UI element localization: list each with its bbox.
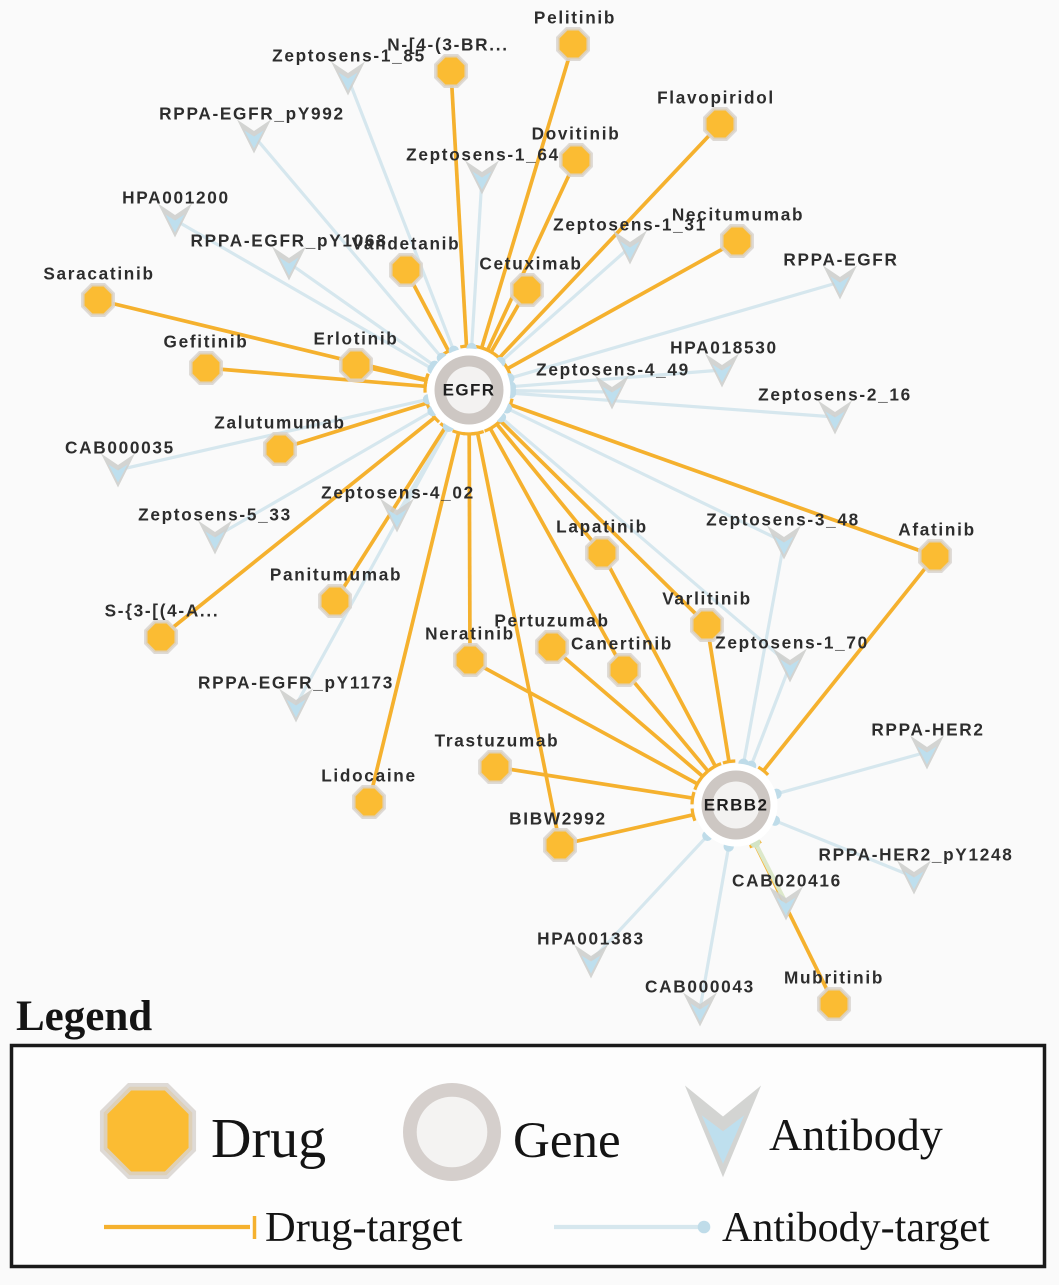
svg-text:Zeptosens-1_70: Zeptosens-1_70 xyxy=(715,633,869,653)
svg-text:Zeptosens-4_49: Zeptosens-4_49 xyxy=(536,360,690,380)
svg-text:Zalutumumab: Zalutumumab xyxy=(214,413,345,433)
svg-text:Zeptosens-1_31: Zeptosens-1_31 xyxy=(553,215,707,235)
svg-text:RPPA-EGFR_pY1173: RPPA-EGFR_pY1173 xyxy=(198,673,394,693)
svg-text:HPA018530: HPA018530 xyxy=(670,338,778,358)
svg-text:Trastuzumab: Trastuzumab xyxy=(435,731,560,751)
svg-text:BIBW2992: BIBW2992 xyxy=(509,809,607,829)
svg-text:Zeptosens-3_48: Zeptosens-3_48 xyxy=(706,510,860,530)
svg-text:Panitumumab: Panitumumab xyxy=(270,565,402,585)
svg-text:Erlotinib: Erlotinib xyxy=(314,329,399,349)
svg-text:Zeptosens-1_64: Zeptosens-1_64 xyxy=(406,145,560,165)
svg-text:Zeptosens-1_85: Zeptosens-1_85 xyxy=(272,46,426,66)
svg-text:RPPA-HER2: RPPA-HER2 xyxy=(871,720,984,740)
svg-text:Pelitinib: Pelitinib xyxy=(534,8,616,28)
svg-text:HPA001200: HPA001200 xyxy=(122,188,230,208)
svg-text:Afatinib: Afatinib xyxy=(898,520,976,540)
svg-text:Cetuximab: Cetuximab xyxy=(479,254,582,274)
svg-text:S-{3-[(4-A...: S-{3-[(4-A... xyxy=(105,601,220,621)
svg-text:Varlitinib: Varlitinib xyxy=(662,589,752,609)
svg-text:Mubritinib: Mubritinib xyxy=(784,968,884,988)
svg-text:Zeptosens-5_33: Zeptosens-5_33 xyxy=(138,505,292,525)
svg-text:Antibody-target: Antibody-target xyxy=(722,1205,990,1251)
svg-text:CAB000035: CAB000035 xyxy=(65,438,175,458)
svg-text:RPPA-EGFR_pY1068: RPPA-EGFR_pY1068 xyxy=(191,231,388,251)
svg-text:RPPA-EGFR: RPPA-EGFR xyxy=(783,250,898,270)
svg-text:RPPA-HER2_pY1248: RPPA-HER2_pY1248 xyxy=(818,845,1013,865)
svg-text:Pertuzumab: Pertuzumab xyxy=(494,611,609,631)
svg-text:EGFR: EGFR xyxy=(443,381,496,400)
svg-text:Dovitinib: Dovitinib xyxy=(532,124,621,144)
svg-text:RPPA-EGFR_pY992: RPPA-EGFR_pY992 xyxy=(159,104,345,124)
svg-text:Zeptosens-4_02: Zeptosens-4_02 xyxy=(321,483,475,503)
svg-text:Flavopiridol: Flavopiridol xyxy=(657,88,775,108)
svg-text:Necitumumab: Necitumumab xyxy=(672,205,804,225)
svg-text:Zeptosens-2_16: Zeptosens-2_16 xyxy=(758,385,912,405)
svg-text:Gene: Gene xyxy=(513,1113,621,1169)
svg-text:Canertinib: Canertinib xyxy=(571,634,673,654)
svg-text:Drug: Drug xyxy=(211,1108,326,1170)
svg-text:Antibody: Antibody xyxy=(769,1109,943,1160)
svg-text:Lapatinib: Lapatinib xyxy=(556,517,648,537)
svg-text:Lidocaine: Lidocaine xyxy=(321,766,417,786)
svg-text:Vandetanib: Vandetanib xyxy=(352,234,461,254)
svg-text:Saracatinib: Saracatinib xyxy=(43,264,154,284)
svg-text:Drug-target: Drug-target xyxy=(265,1204,463,1251)
svg-text:HPA001383: HPA001383 xyxy=(537,929,645,949)
svg-text:Gefitinib: Gefitinib xyxy=(164,332,249,352)
svg-text:ERBB2: ERBB2 xyxy=(704,796,769,815)
svg-text:Neratinib: Neratinib xyxy=(425,624,515,644)
svg-text:CAB000043: CAB000043 xyxy=(645,977,755,997)
svg-text:N-[4-(3-BR...: N-[4-(3-BR... xyxy=(387,35,508,55)
svg-text:Legend: Legend xyxy=(16,993,152,1040)
svg-text:CAB020416: CAB020416 xyxy=(732,871,842,891)
